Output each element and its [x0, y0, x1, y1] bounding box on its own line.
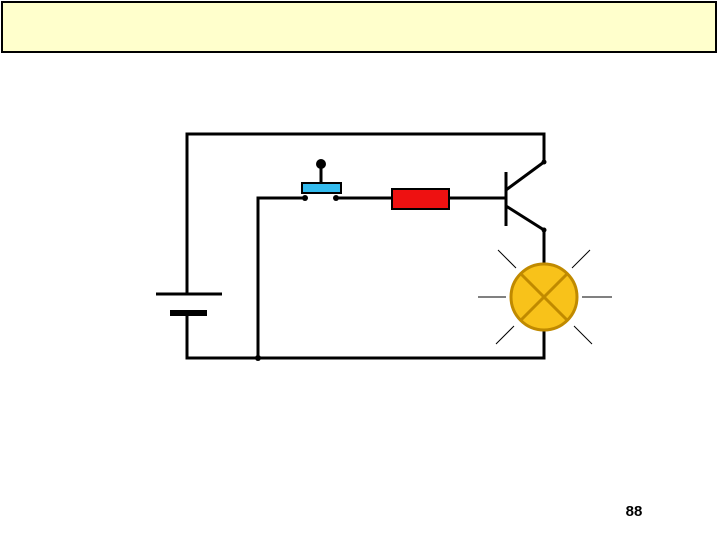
- battery-symbol: [156, 292, 222, 316]
- wire-bottom: [185, 311, 546, 360]
- switch-knob: [316, 159, 326, 169]
- circuit-wires: [185, 132, 546, 360]
- switch-contact-right: [333, 195, 339, 201]
- resistor: [391, 188, 450, 210]
- push-button-switch: [301, 159, 342, 201]
- transistor-symbol: [504, 160, 545, 232]
- title-bar: [1, 1, 717, 53]
- page-number: 88: [625, 503, 643, 520]
- lamp-symbol: [509, 262, 579, 332]
- wire-base-branch: [256, 196, 307, 360]
- switch-contact-left: [302, 195, 308, 201]
- switch-button: [301, 182, 342, 194]
- junction-dot: [255, 355, 261, 361]
- wire-top: [185, 132, 546, 296]
- lamp-rays: [478, 249, 612, 345]
